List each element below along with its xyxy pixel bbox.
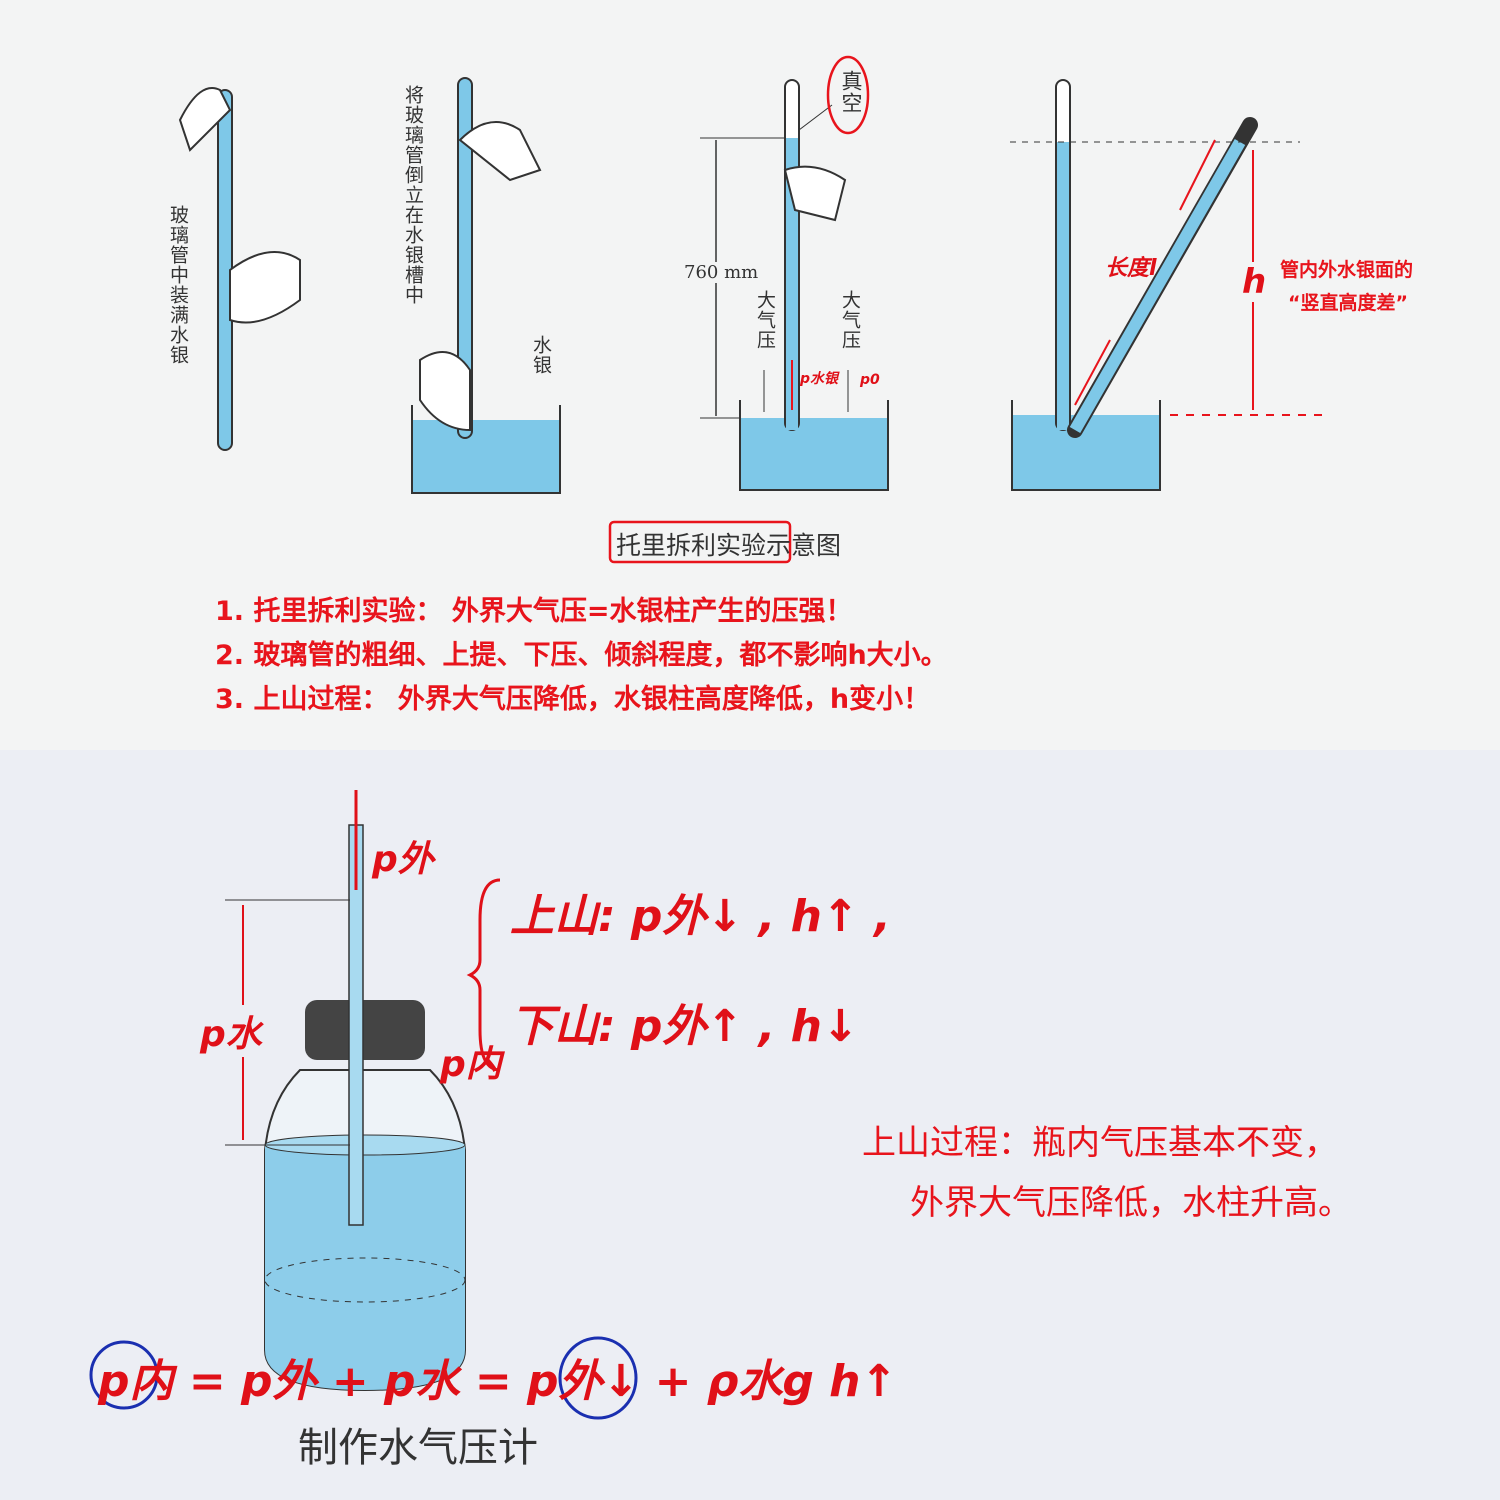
barometer-section: p外 p水 p内 上山: p外↓ , h↑ , 下山: p外↑ , h↓ 上山过…: [0, 750, 1500, 1500]
p-in-circle: [89, 1340, 159, 1410]
note-item: 3. 上山过程： 外界大气压降低，水银柱高度降低，h变小！: [215, 684, 931, 715]
barometer-note-line2: 外界大气压降低，水柱升高。: [910, 1183, 1352, 1223]
torricelli-diagram: [178, 55, 1330, 564]
mercury-trough: [1013, 415, 1159, 489]
stopper: [305, 1000, 425, 1060]
vacuum-circle: [826, 55, 870, 135]
h-desc-line2: “竖直高度差”: [1288, 292, 1408, 314]
barometer-caption: 制作水气压计: [298, 1425, 538, 1471]
brace: [466, 878, 501, 1072]
bottle-water: [265, 1145, 465, 1390]
height-760-label: 760 mm: [684, 262, 759, 283]
uphill-note: 上山: p外↓ , h↑ ,: [510, 891, 891, 942]
hand-icon: [783, 165, 847, 222]
step2-label: 将玻璃管倒立在水银槽中: [402, 85, 424, 305]
p-water-label: p水: [200, 1005, 262, 1057]
notes-list: 1. 托里拆利实验： 外界大气压=水银柱产生的压强！ 2. 玻璃管的粗细、上提、…: [215, 590, 948, 722]
pressure-formula: p内 = p外 + p水 = p外↓ + ρ水g h↑: [98, 1356, 898, 1407]
length-label: 长度l: [1105, 256, 1157, 281]
tube-inverted: [457, 77, 473, 439]
step1-label: 玻璃管中装满水银: [167, 205, 189, 365]
rho-g-circle: [558, 1336, 638, 1420]
atm-right-label: 大气压: [839, 290, 861, 350]
torricelli-section: 玻璃管中装满水银 将玻璃管倒立在水银槽中 水银 真空 760 mm 大气压 大气…: [167, 55, 1414, 722]
atm-left-label: 大气压: [754, 290, 776, 350]
vacuum-label: 真空: [839, 70, 863, 114]
hand-icon: [178, 87, 232, 152]
barometer-note-line1: 上山过程：瓶内气压基本不变，: [862, 1123, 1338, 1163]
mercury-label: 水银: [530, 335, 552, 375]
h-label: h: [1242, 262, 1267, 302]
torricelli-caption: 托里拆利实验示意图: [616, 531, 842, 560]
mercury-trough: [741, 418, 887, 489]
hand-icon: [458, 121, 542, 182]
p-in-label: p内: [440, 1044, 502, 1085]
p-mercury-label: p水银: [800, 371, 839, 387]
p-out-label: p外: [372, 839, 434, 880]
h-desc-line1: 管内外水银面的: [1280, 259, 1414, 281]
p0-label: p0: [860, 372, 880, 388]
hand-icon: [419, 351, 471, 432]
caption-highlight: [608, 520, 792, 564]
note-item: 2. 玻璃管的粗细、上提、下压、倾斜程度，都不影响h大小。: [215, 640, 948, 671]
hand-icon: [229, 251, 301, 324]
water-barometer-diagram: [89, 790, 638, 1420]
downhill-note: 下山: p外↑ , h↓: [510, 1001, 859, 1052]
mercury-trough: [413, 420, 559, 492]
note-item: 1. 托里拆利实验： 外界大气压=水银柱产生的压强！: [215, 596, 853, 627]
